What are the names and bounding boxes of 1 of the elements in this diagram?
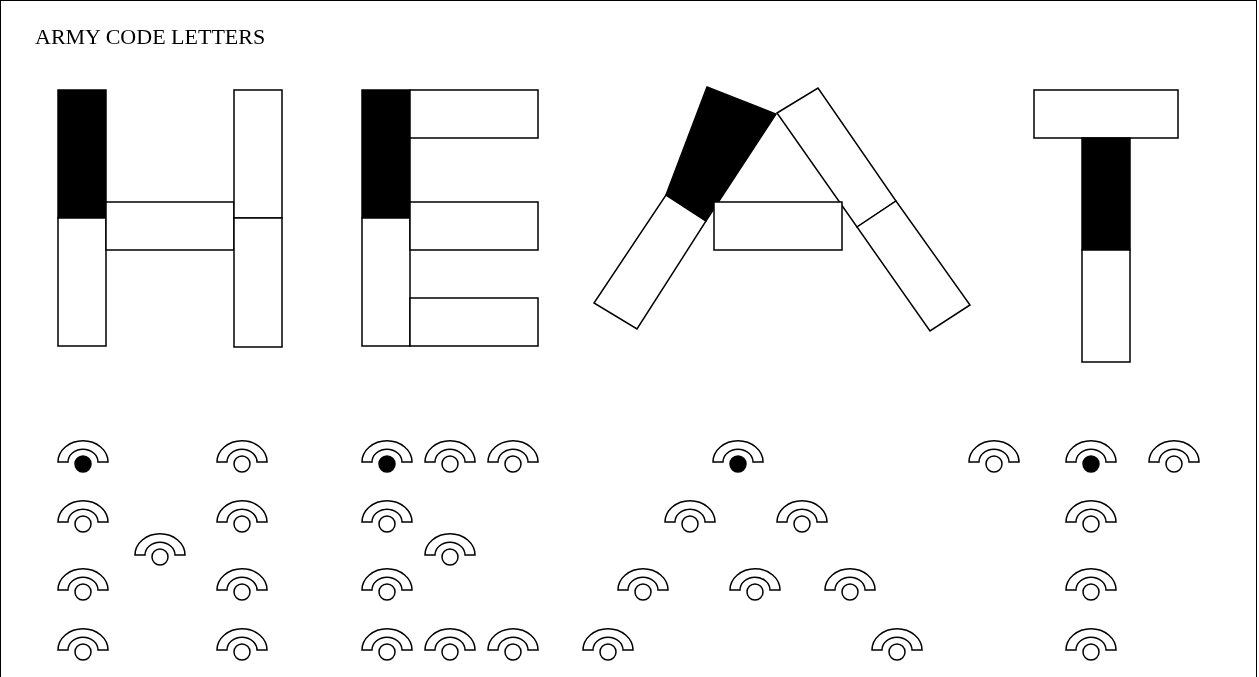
title: ARMY CODE LETTERS <box>35 24 266 50</box>
